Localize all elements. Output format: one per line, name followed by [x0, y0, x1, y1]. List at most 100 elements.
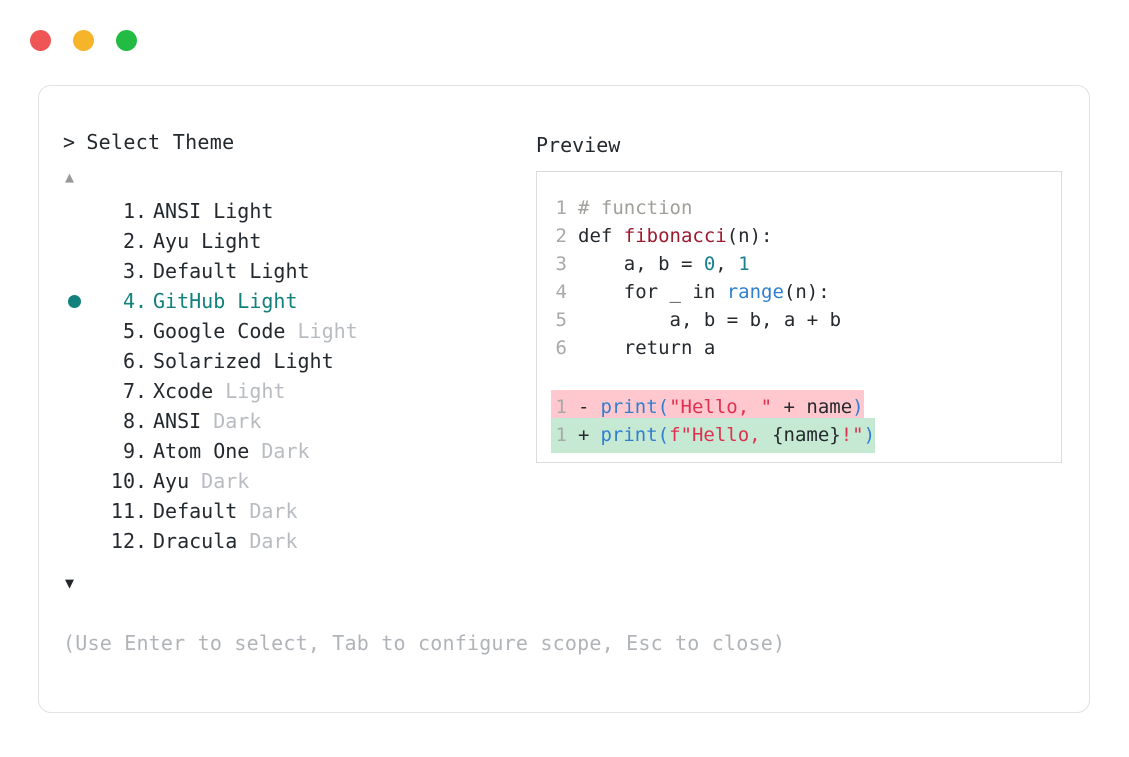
code-token: def: [578, 225, 624, 247]
scroll-down-arrow-icon[interactable]: ▼: [65, 574, 75, 592]
theme-item-index-dot: .: [135, 439, 160, 463]
theme-list-item[interactable]: 7. Xcode Light: [63, 376, 533, 406]
selection-bullet-cell: [63, 346, 91, 376]
code-line: 6 return a: [537, 334, 1061, 362]
theme-item-name: Default: [153, 499, 250, 523]
theme-item-index: 2: [122, 229, 135, 253]
code-line: 5 a, b = b, a + b: [537, 306, 1061, 334]
code-token: a, b = b, a + b: [578, 309, 842, 331]
diff-sign: +: [578, 424, 590, 446]
code-token: for _ in: [578, 281, 727, 303]
diff-block: 1-print("Hello, " + name)1+print(f"Hello…: [537, 390, 1061, 453]
selection-bullet-cell: [63, 286, 91, 316]
theme-item-variant: Dark: [249, 529, 298, 553]
code-line-number: 6: [555, 337, 567, 359]
theme-item-name: Google Code: [153, 319, 298, 343]
code-token: (n):: [783, 281, 830, 303]
diff-line-text: print(f"Hello, {name}!"): [600, 421, 875, 449]
diff-line-del: 1-print("Hello, " + name): [537, 390, 1061, 425]
theme-list-item[interactable]: 3. Default Light: [63, 256, 533, 286]
theme-item-name: Xcode: [153, 379, 226, 403]
theme-item-name: ANSI: [153, 409, 214, 433]
code-token: + name: [772, 396, 853, 418]
theme-item-index: 7: [122, 379, 135, 403]
code-token: !": [840, 424, 864, 446]
theme-item-name: Dracula: [153, 529, 250, 553]
theme-item-index-dot: .: [135, 229, 160, 253]
code-token: (: [657, 424, 670, 446]
theme-item-variant: Dark: [213, 409, 262, 433]
theme-item-variant: Dark: [249, 499, 298, 523]
code-line-text: a, b = 0, 1: [578, 250, 750, 278]
theme-item-name: GitHub: [153, 289, 238, 313]
diff-line-add: 1 + print(f"Hello, {name}!"): [537, 418, 1061, 453]
code-token: # function: [578, 197, 693, 219]
code-token: print: [600, 396, 658, 418]
code-line-text: # function: [578, 194, 692, 222]
selection-bullet-cell: [63, 496, 91, 526]
theme-list-item[interactable]: 12. Dracula Dark: [63, 526, 533, 556]
theme-item-variant: Light: [249, 259, 310, 283]
theme-list-item[interactable]: 10. Ayu Dark: [63, 466, 533, 496]
theme-list-item[interactable]: 11. Default Dark: [63, 496, 533, 526]
diff-line-number: 1: [555, 424, 567, 446]
theme-item-index-dot: .: [135, 349, 160, 373]
close-dot[interactable]: [30, 30, 51, 51]
code-line-number: 2: [555, 225, 567, 247]
selection-bullet-cell: [63, 406, 91, 436]
code-line-number: 3: [555, 253, 567, 275]
diff-line-text: print("Hello, " + name): [600, 393, 863, 421]
theme-list-item[interactable]: 6. Solarized Light: [63, 346, 533, 376]
code-token: f"Hello,: [669, 424, 773, 446]
theme-item-index: 12: [110, 529, 135, 553]
theme-item-name: Ayu: [153, 229, 202, 253]
theme-item-name: Solarized: [153, 349, 274, 373]
scroll-up-arrow-icon[interactable]: ▲: [65, 168, 75, 186]
theme-list-item[interactable]: 5. Google Code Light: [63, 316, 533, 346]
code-token: ,: [715, 253, 739, 275]
theme-item-variant: Light: [273, 349, 334, 373]
keyboard-hint-text: (Use Enter to select, Tab to configure s…: [63, 631, 786, 655]
code-token: range: [726, 281, 784, 303]
theme-list-item[interactable]: 2. Ayu Light: [63, 226, 533, 256]
code-line-number: 4: [555, 281, 567, 303]
selection-bullet-cell: [63, 316, 91, 346]
code-line-number: 1: [555, 197, 567, 219]
selection-bullet-cell: [63, 526, 91, 556]
theme-item-index-dot: .: [135, 499, 160, 523]
theme-item-variant: Dark: [261, 439, 310, 463]
theme-list-item[interactable]: 1. ANSI Light: [63, 196, 533, 226]
diff-line-highlight: 1 + print(f"Hello, {name}!"): [551, 418, 876, 453]
theme-list-item[interactable]: 8. ANSI Dark: [63, 406, 533, 436]
code-line-text: return a: [578, 334, 716, 362]
code-token: (n):: [726, 225, 773, 247]
theme-list-item[interactable]: 9. Atom One Dark: [63, 436, 533, 466]
preview-label: Preview: [536, 133, 621, 157]
selection-bullet-cell: [63, 256, 91, 286]
theme-item-index: 6: [122, 349, 135, 373]
theme-item-variant: Light: [237, 289, 298, 313]
selector-header: > Select Theme: [63, 130, 533, 160]
prompt-caret-icon: >: [63, 130, 76, 154]
selection-bullet-cell: [63, 466, 91, 496]
minimize-dot[interactable]: [73, 30, 94, 51]
theme-item-index-dot: .: [135, 409, 160, 433]
theme-item-index: 3: [122, 259, 135, 283]
diff-sign: -: [578, 396, 590, 418]
code-line: 4 for _ in range(n):: [537, 278, 1061, 306]
theme-item-variant: Light: [213, 199, 274, 223]
theme-item-index-dot: .: [135, 199, 160, 223]
code-line-text: for _ in range(n):: [578, 278, 830, 306]
theme-item-name: Default: [153, 259, 250, 283]
page-title: Select Theme: [86, 130, 235, 154]
maximize-dot[interactable]: [116, 30, 137, 51]
theme-list-item[interactable]: 4. GitHub Light: [63, 286, 533, 316]
code-line: 1 # function: [537, 194, 1061, 222]
code-token: (: [657, 396, 670, 418]
selected-bullet-icon: [68, 294, 81, 308]
